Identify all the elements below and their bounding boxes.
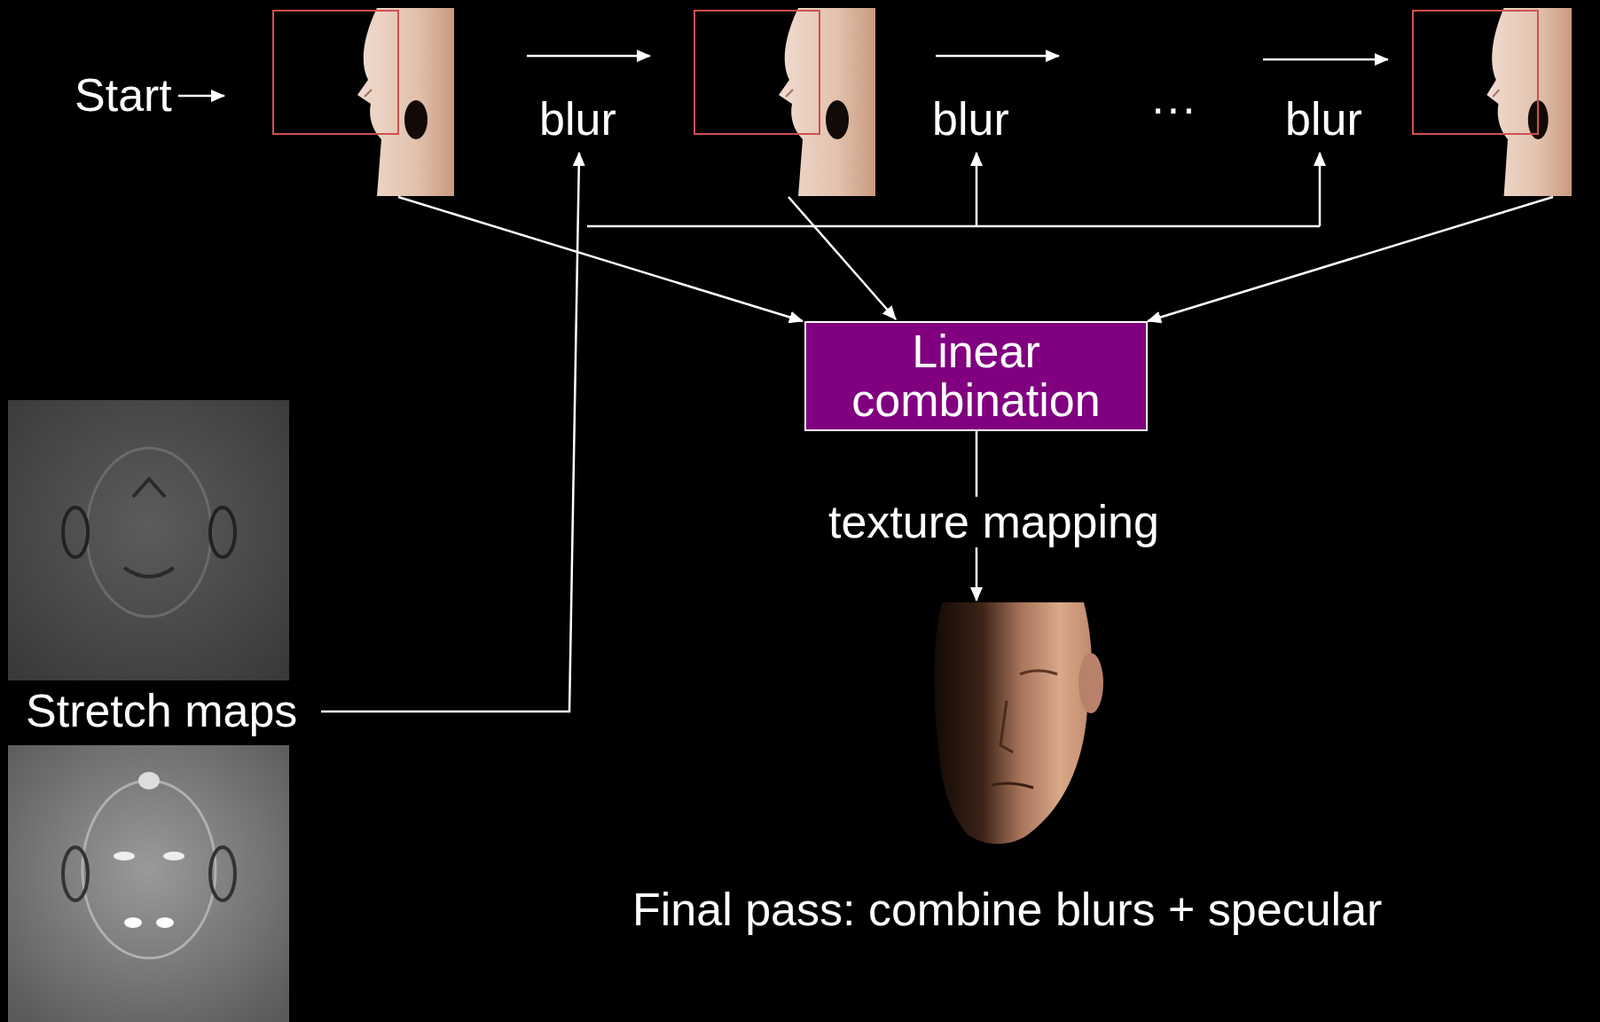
step-label: blur (1285, 94, 1363, 145)
texture-thumbnail (272, 7, 455, 197)
ellipsis-label: ··· (1150, 82, 1197, 134)
combine-arrow (398, 196, 803, 322)
step-label: blur (539, 94, 617, 145)
caption: Final pass: combine blurs + specular (632, 884, 1382, 935)
combine-arrow (788, 196, 896, 320)
stretch-map-line (587, 225, 1320, 228)
blur-arrow (526, 54, 651, 58)
stretch-map (7, 400, 290, 681)
rendered-face (917, 602, 1107, 853)
box-text: Linear combination (815, 327, 1138, 424)
blur-arrow (1262, 58, 1389, 62)
edge-label: texture mapping (823, 496, 1165, 548)
blur-arrow (935, 54, 1059, 58)
start-arrow (178, 94, 225, 98)
combine-arrow (1147, 196, 1553, 322)
stretch-map (7, 745, 290, 1022)
input-label: Stretch maps (25, 685, 298, 737)
process-box: Linear combination (804, 321, 1148, 432)
step-label: blur (932, 94, 1010, 145)
stretch-map-line (1318, 152, 1322, 227)
texture-thumbnail (693, 7, 876, 197)
stretch-map-line (321, 152, 580, 712)
stretch-map-line (975, 152, 979, 227)
texture-thumbnail (1411, 7, 1572, 197)
start-label: Start (74, 70, 173, 121)
